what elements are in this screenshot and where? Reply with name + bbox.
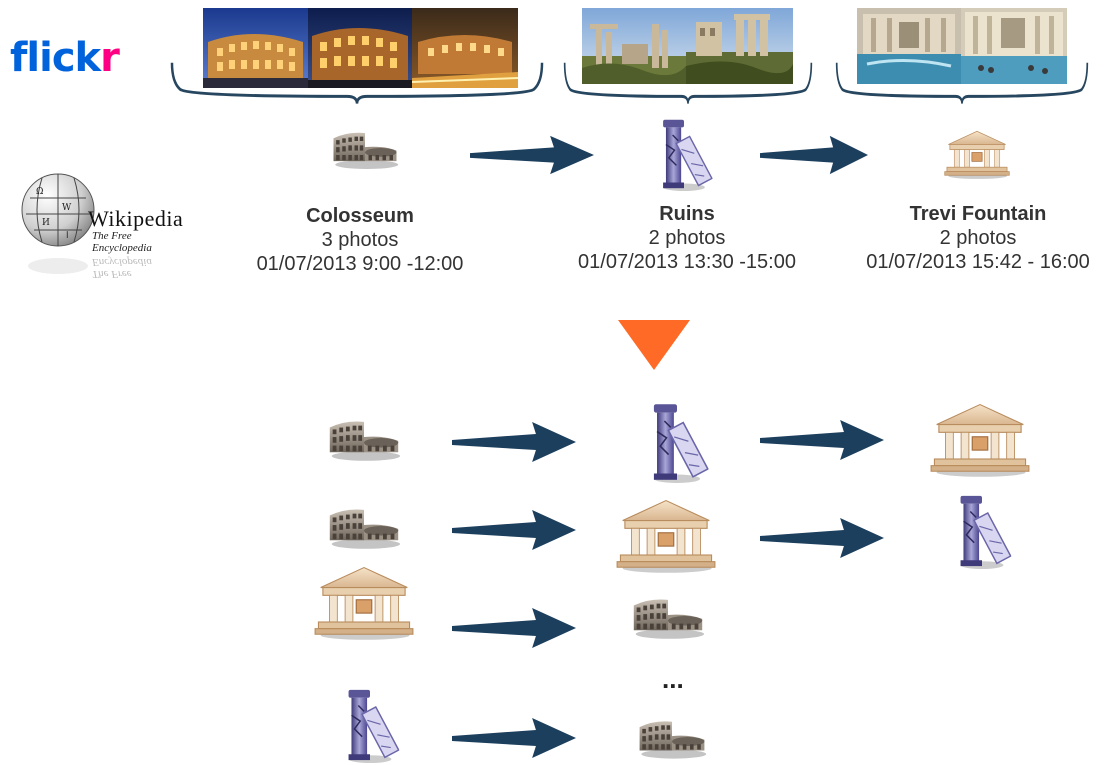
down-arrow-icon [618,320,690,370]
seq1-arrow-2 [760,418,884,462]
seq2-ruins-icon [948,492,1016,570]
wikipedia-title: Wikipedia [88,206,184,231]
cluster-label-trevi: Trevi Fountain 2 photos 01/07/2013 15:42… [852,202,1104,274]
ellipsis: ... [662,664,684,694]
seq3-temple-icon [314,562,414,642]
photo-ruins-2 [686,8,793,84]
seq2-temple-icon [616,496,716,574]
wikipedia-logo: Ω W И ا Wikipedia The Free Encyclopedia The… [20,170,190,280]
cluster-photo-count: 2 photos [939,227,1017,249]
cluster-label-ruins: Ruins 2 photos 01/07/2013 13:30 -15:00 [562,202,812,274]
seq2-colosseum-icon [326,500,402,552]
svg-text:Ω: Ω [36,187,43,197]
seq4-ruins-icon [334,686,406,764]
cluster-name: Trevi Fountain [909,203,1047,225]
arrow-ruins-to-trevi [760,134,868,176]
brace-trevi-group [834,58,1090,106]
svg-text:ا: ا [66,231,69,241]
seq2-arrow-1 [452,508,576,552]
photo-colosseum-2 [308,8,412,88]
temple-icon [944,120,1010,188]
arrow-colosseum-to-ruins [470,134,594,176]
flickr-logo-text-blue: flick [10,35,101,81]
seq4-arrow-1 [452,716,576,760]
cluster-label-colosseum: Colosseum 3 photos 01/07/2013 9:00 -12:0… [240,204,480,276]
cluster-photo-count: 2 photos [648,227,726,249]
cluster-name: Ruins [659,203,715,225]
photo-colosseum-1 [203,8,308,88]
colosseum-icon [330,124,400,172]
cluster-time: 01/07/2013 15:42 - 16:00 [866,251,1090,273]
seq1-ruins-icon [636,400,718,484]
ruins-icon [652,116,716,192]
brace-ruins-group [562,58,814,106]
seq1-arrow-1 [452,420,576,464]
cluster-time: 01/07/2013 9:00 -12:00 [256,253,464,275]
flickr-logo-text-pink: r [100,35,120,81]
brace-colosseum-group [168,58,546,106]
seq3-colosseum-icon [630,590,706,642]
seq4-colosseum-icon [636,712,708,762]
svg-text:И: И [42,218,50,228]
cluster-photo-count: 3 photos [321,229,399,251]
photo-ruins-1 [582,8,686,84]
svg-text:W: W [62,203,72,213]
photo-trevi-2 [961,8,1067,84]
wikipedia-subtitle-reflection: The Free Encyclopedia [92,256,152,280]
flickr-logo: flickr [10,35,120,81]
wikipedia-subtitle: The Free Encyclopedia [92,230,152,254]
photo-colosseum-3 [412,8,518,88]
cluster-time: 01/07/2013 13:30 -15:00 [578,251,796,273]
seq1-colosseum-icon [326,412,402,464]
photo-trevi-1 [857,8,961,84]
seq1-temple-icon [930,400,1030,478]
seq2-arrow-2 [760,516,884,560]
cluster-name: Colosseum [306,205,414,227]
seq3-arrow-1 [452,606,576,650]
